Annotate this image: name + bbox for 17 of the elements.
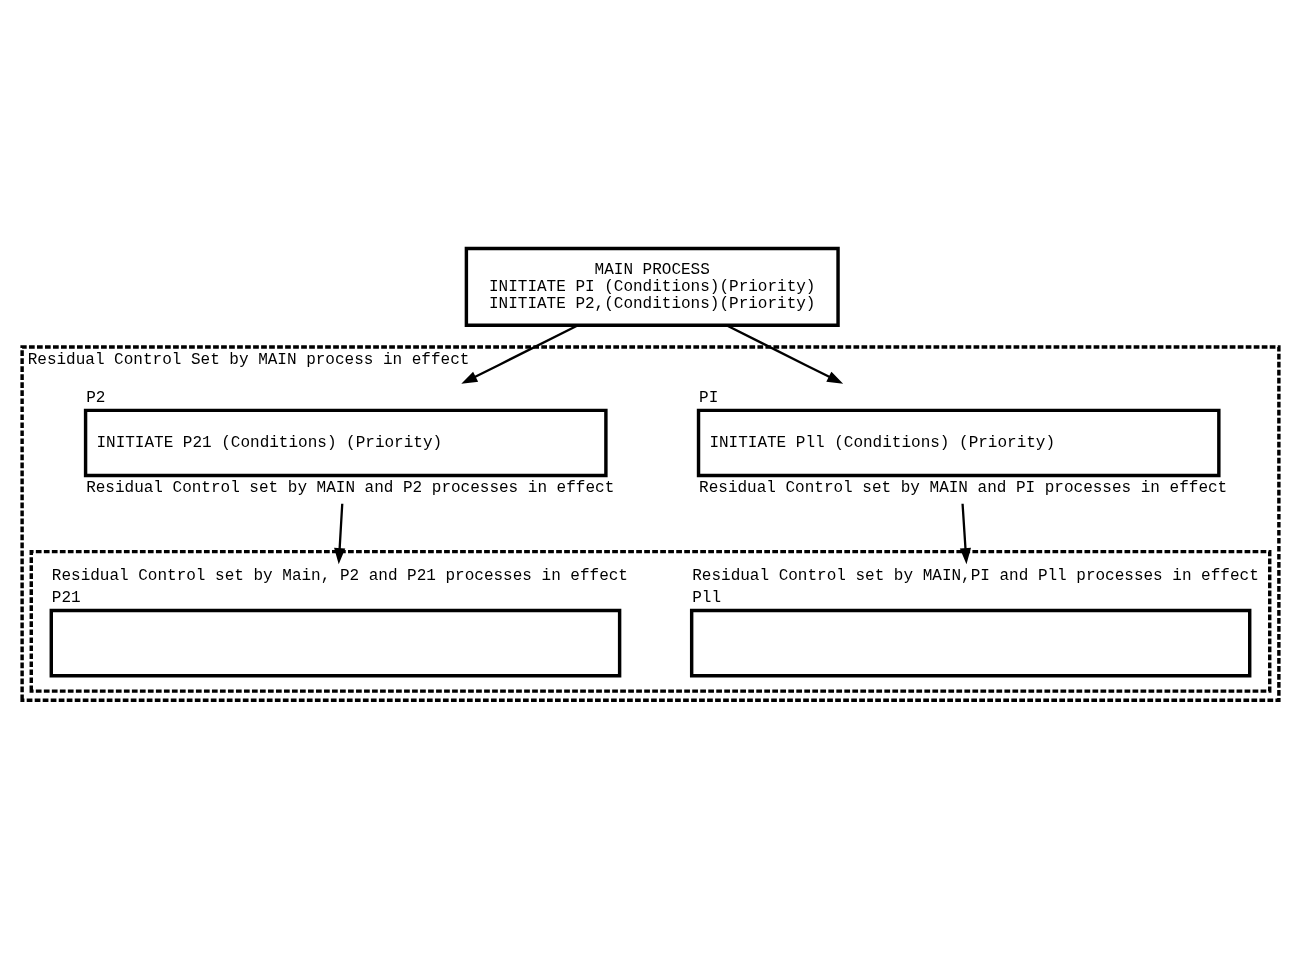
node-label: Residual Control set by MAIN and P2 processes in effect <box>86 478 615 497</box>
node-label: Residual Control set by MAIN,PI and Pll processes in effect <box>692 566 1259 585</box>
node-box: INITIATE P21 (Conditions) (Priority) <box>83 408 608 477</box>
node-box <box>689 608 1252 677</box>
arrow <box>334 503 346 564</box>
node-label: Residual Control set by Main, P2 and P21 processes in effect <box>51 566 628 585</box>
node-label: Residual Control set by MAIN and PI processes in effect <box>699 478 1228 497</box>
arrow <box>725 323 844 384</box>
arrow <box>461 323 579 384</box>
node-label: P2 <box>86 388 106 407</box>
node-box: MAIN PROCESS INITIATE PI (Conditions)(Priority) INITIATE P2,(Conditions)(Priority) <box>464 246 840 327</box>
node-box <box>49 608 622 677</box>
node-label: Pll <box>692 588 722 607</box>
arrow <box>959 503 972 564</box>
node-box: INITIATE Pll (Conditions) (Priority) <box>696 408 1221 477</box>
node-label: PI <box>699 388 719 407</box>
node-label: P21 <box>51 588 81 607</box>
